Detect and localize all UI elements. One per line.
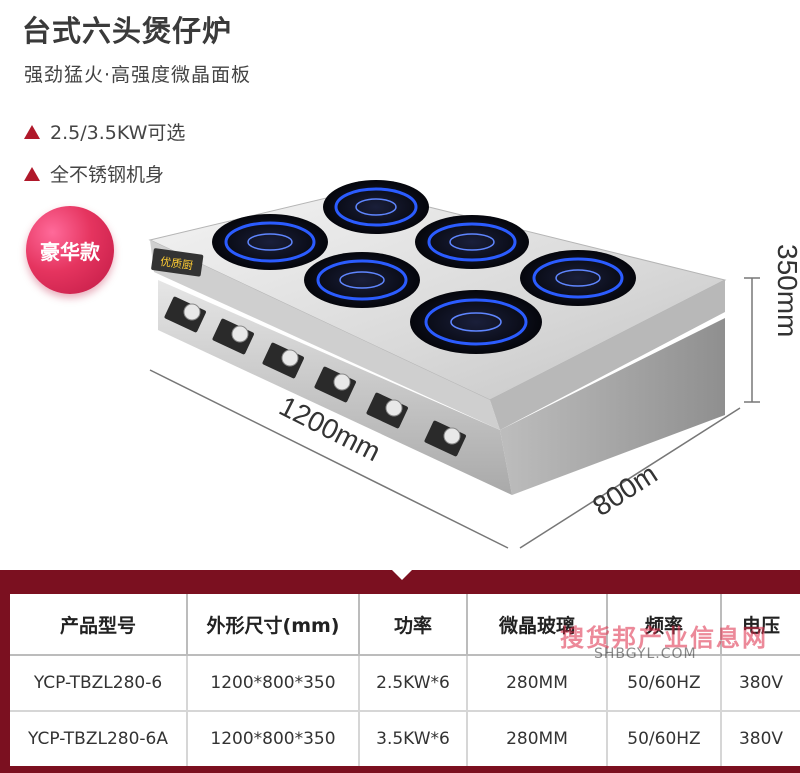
cell-power: 3.5KW*6	[359, 711, 468, 766]
brand-logo-text: 优质厨	[159, 255, 193, 272]
cell-glass: 280MM	[467, 711, 608, 766]
width-dimension-line	[149, 369, 509, 549]
table-header-row: 产品型号 外形尺寸(mm) 功率 微晶玻璃 频率 电压	[10, 594, 800, 656]
control-knob[interactable]	[366, 392, 409, 429]
burner	[304, 252, 420, 308]
cell-model: YCP-TBZL280-6	[10, 655, 188, 712]
feature-material: 全不锈钢机身	[24, 160, 164, 187]
page-subtitle: 强劲猛火·高强度微晶面板	[24, 64, 252, 86]
cell-voltage: 380V	[738, 729, 784, 749]
feature-power: 2.5/3.5KW可选	[24, 118, 185, 145]
control-knob[interactable]	[262, 342, 305, 379]
page-title: 台式六头煲仔炉	[22, 14, 233, 48]
stove-illustration: 1200mm 800m 350mm 优质厨	[148, 180, 800, 549]
control-knob[interactable]	[212, 318, 255, 355]
cell-glass: 280MM	[467, 655, 608, 712]
triangle-bullet-icon	[24, 166, 40, 181]
feature-label: 2.5/3.5KW可选	[50, 122, 186, 144]
control-knob[interactable]	[424, 420, 467, 457]
depth-dimension-label: 800m	[587, 458, 663, 522]
spec-table: 产品型号 外形尺寸(mm) 功率 微晶玻璃 频率 电压 YCP-TBZL280-…	[10, 594, 800, 766]
cell-frequency: 50/60HZ	[607, 655, 722, 712]
header-power: 功率	[359, 594, 468, 656]
burner	[410, 290, 542, 354]
feature-label: 全不锈钢机身	[50, 164, 165, 186]
burner	[323, 180, 429, 234]
cell-voltage: 380V	[721, 655, 800, 712]
header-size: 外形尺寸(mm)	[187, 594, 360, 656]
control-knob[interactable]	[314, 366, 357, 403]
cell-frequency: 50/60HZ	[607, 711, 722, 766]
cell-power: 2.5KW*6	[359, 655, 468, 712]
header-glass: 微晶玻璃	[467, 594, 608, 656]
burner	[212, 214, 328, 270]
burner	[520, 250, 636, 306]
brand-logo-plate	[151, 248, 204, 277]
banner-notch	[392, 570, 412, 580]
header-frequency: 频率	[607, 594, 722, 656]
depth-dimension-line	[519, 407, 741, 549]
control-knob[interactable]	[164, 296, 207, 333]
stove-side-panel	[500, 318, 725, 495]
triangle-bullet-icon	[24, 124, 40, 139]
table-row: YCP-TBZL280-6 1200*800*350 2.5KW*6 280MM…	[10, 655, 800, 712]
cell-model: YCP-TBZL280-6A	[10, 711, 188, 766]
header-voltage: 电压	[721, 594, 800, 656]
cell-size: 1200*800*350	[187, 655, 360, 712]
header-model: 产品型号	[10, 594, 188, 656]
deluxe-badge: 豪华款	[26, 206, 114, 294]
cell-size: 1200*800*350	[187, 711, 360, 766]
height-dimension-label: 350mm	[772, 244, 800, 337]
burner	[415, 215, 529, 269]
table-row: YCP-TBZL280-6A 1200*800*350 3.5KW*6 280M…	[10, 711, 800, 766]
